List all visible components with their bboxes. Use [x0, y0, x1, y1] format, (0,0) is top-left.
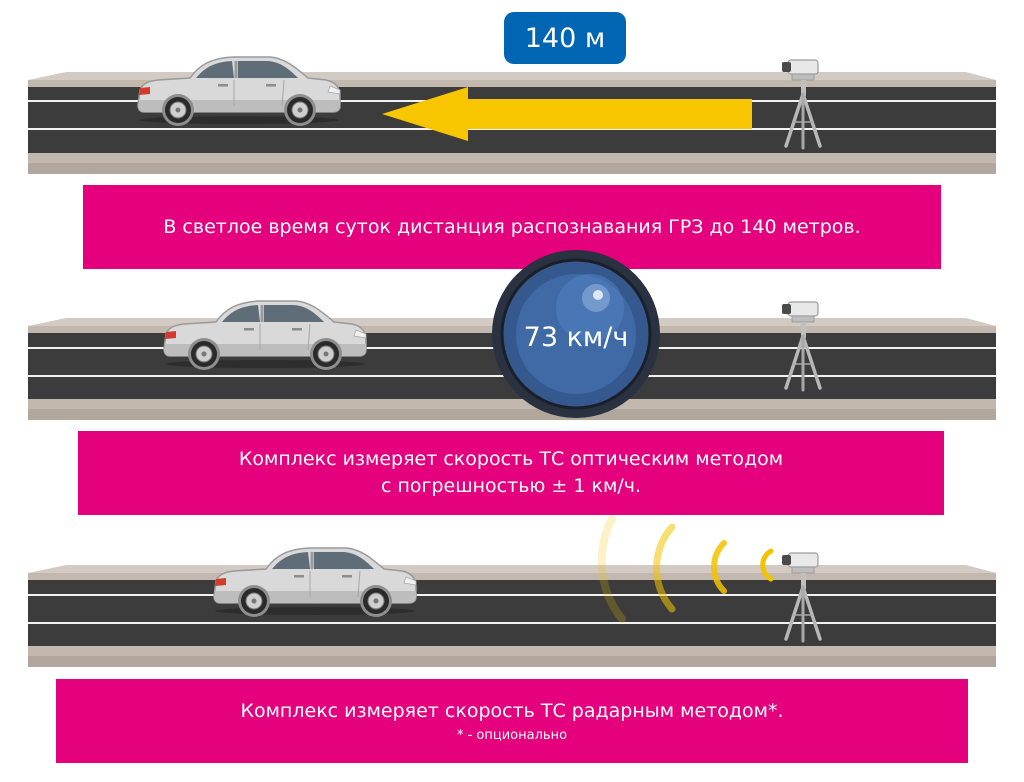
direction-arrow-icon — [382, 87, 752, 141]
road-near-edge — [28, 163, 996, 174]
scene-radar-road — [28, 515, 996, 667]
caption-text-line2: с погрешностью ± 1 км/ч. — [380, 475, 641, 497]
road-near-curb — [28, 646, 996, 656]
caption-text-line1: Комплекс измеряет скорость ТС оптическим… — [238, 448, 784, 470]
road-near-edge — [28, 409, 996, 420]
road-far-edge — [28, 80, 996, 87]
road-asphalt — [28, 580, 996, 646]
road-near-edge — [28, 656, 996, 667]
caption-optical-method: Комплекс измеряет скорость ТС оптическим… — [78, 431, 944, 515]
scene-optical-road — [28, 250, 996, 420]
radar-wave-icon — [597, 515, 774, 623]
camera-lens-icon — [492, 250, 660, 418]
road — [28, 565, 996, 667]
distance-badge: 140 м — [504, 12, 626, 64]
distance-label: 140 м — [524, 22, 606, 54]
lane-line — [28, 622, 996, 624]
speed-readout: 73 км/ч — [500, 312, 652, 362]
road-far-edge — [28, 573, 996, 580]
caption-text: В светлое время суток дистанция распозна… — [163, 215, 861, 238]
speed-label: 73 км/ч — [523, 321, 629, 353]
road-far-curb — [28, 565, 996, 573]
road-near-curb — [28, 153, 996, 163]
scene-distance-road — [28, 55, 996, 174]
caption-footnote: * - опционально — [456, 728, 568, 743]
caption-text-line1: Комплекс измеряет скорость ТС радарным м… — [240, 700, 784, 722]
lane-line — [28, 594, 996, 596]
caption-recognition-distance: В светлое время суток дистанция распозна… — [83, 185, 941, 269]
road-near-curb — [28, 399, 996, 409]
caption-radar-method: Комплекс измеряет скорость ТС радарным м… — [56, 679, 968, 763]
